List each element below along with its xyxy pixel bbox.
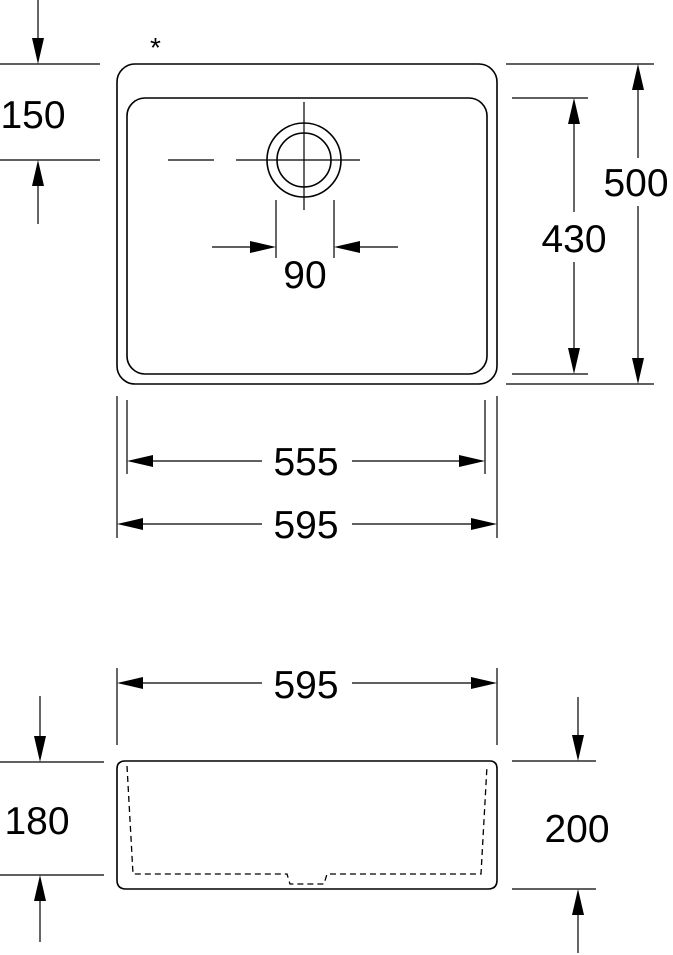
dim-overall-width-top: 595: [116, 396, 498, 547]
dim-waste-diameter: 90: [212, 200, 398, 297]
sink-outer-outline: [116, 63, 498, 385]
waste-outlet: [168, 102, 360, 210]
svg-text:180: 180: [4, 800, 69, 843]
top-view: * 150 90 430: [0, 0, 669, 547]
sink-inner-bowl-outline: [126, 97, 488, 375]
dim-waste-offset: 150: [0, 0, 100, 224]
svg-text:90: 90: [283, 254, 326, 297]
front-view: 595 180 200: [0, 664, 610, 953]
svg-text:555: 555: [273, 441, 338, 484]
corner-marker: *: [150, 32, 161, 63]
svg-text:200: 200: [544, 808, 609, 851]
svg-text:500: 500: [603, 162, 668, 205]
svg-text:430: 430: [541, 218, 606, 261]
svg-text:595: 595: [273, 664, 338, 707]
dim-inner-depth: 430: [512, 97, 607, 375]
dim-overall-depth: 500: [506, 63, 669, 385]
sink-front-outline: [116, 760, 498, 890]
svg-text:150: 150: [0, 94, 65, 137]
dim-overall-width-front: 595: [116, 664, 498, 745]
dim-inner-height: 180: [0, 696, 104, 942]
sink-interior-hidden-line: [126, 765, 488, 885]
dim-inner-width: 555: [126, 400, 486, 484]
svg-text:595: 595: [273, 504, 338, 547]
dim-overall-height: 200: [512, 697, 610, 953]
